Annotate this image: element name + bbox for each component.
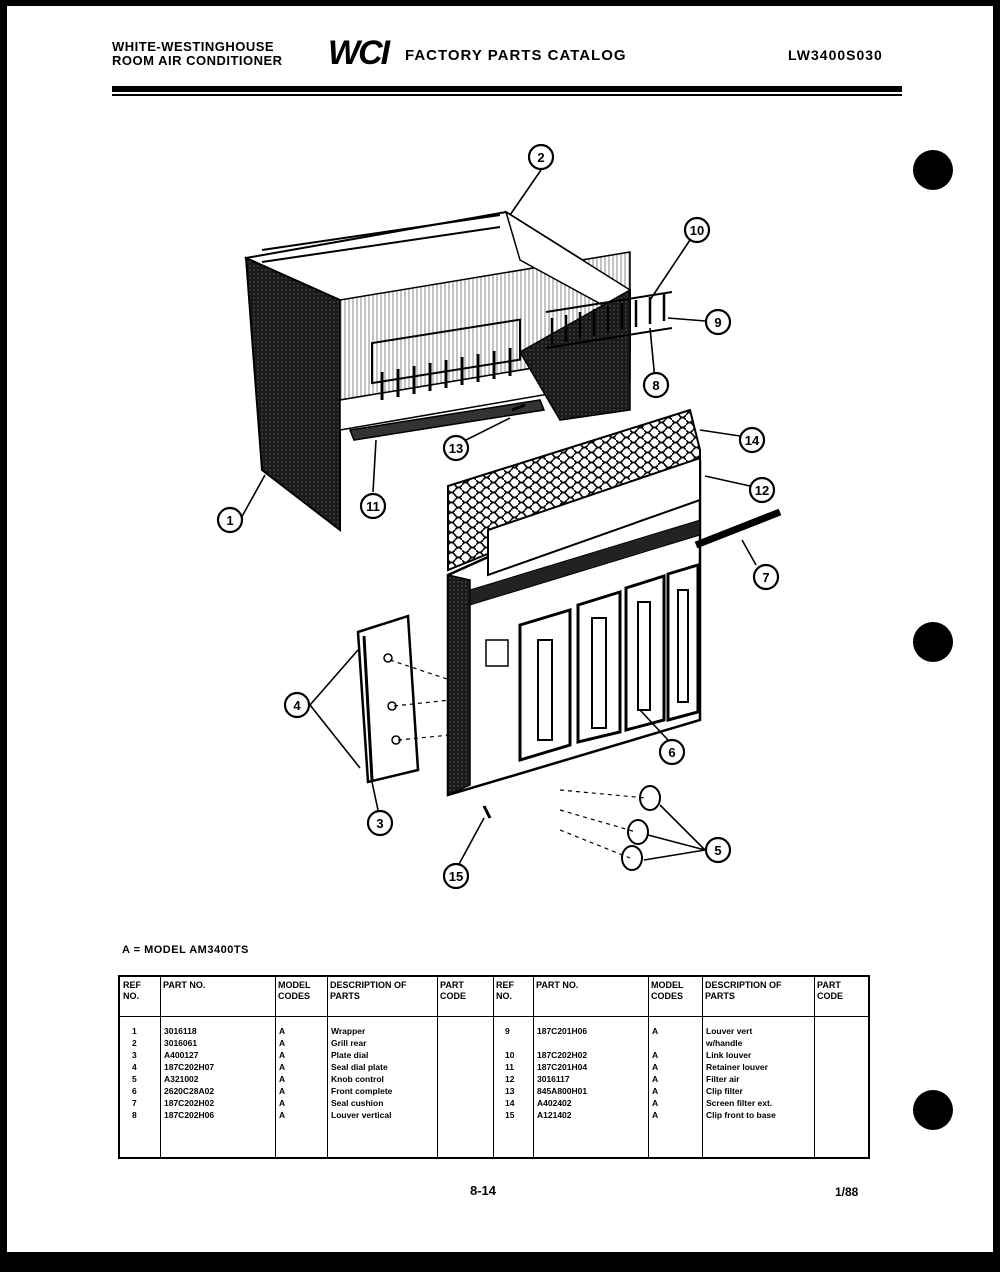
assembly-lines (389, 659, 647, 859)
svg-text:12: 12 (755, 483, 769, 498)
callout-14: 14 (738, 426, 766, 454)
col-model-left: MODEL CODES (275, 977, 328, 1157)
header-ref-no: REF NO. (120, 977, 160, 1017)
callout-7: 7 (752, 563, 780, 591)
svg-text:2: 2 (537, 150, 544, 165)
punch-hole-middle (913, 622, 953, 662)
model-number: LW3400S030 (788, 47, 883, 63)
col-desc-left: DESCRIPTION OF PARTS (327, 977, 438, 1157)
col-ref-right: REF NO. (493, 977, 534, 1157)
revision-date: 1/88 (835, 1185, 859, 1199)
front-panel (446, 456, 702, 797)
wrapper-cabinet (244, 210, 673, 533)
catalog-title: FACTORY PARTS CATALOG (405, 47, 627, 64)
col-code-left: PART CODE (437, 977, 494, 1157)
scan-border-right (993, 0, 1000, 1272)
brand-line-2: ROOM AIR CONDITIONER (112, 53, 283, 68)
header-model-codes: MODEL CODES (275, 977, 327, 1017)
header-part-no: PART NO. (160, 977, 275, 1017)
dial-plate (356, 614, 420, 784)
header-part-code: PART CODE (437, 977, 493, 1017)
header-model-codes-right: MODEL CODES (648, 977, 702, 1017)
louver-bar (694, 508, 782, 549)
header-rule-thin (112, 94, 902, 96)
callout-6: 6 (658, 738, 686, 766)
clip-part (511, 403, 526, 412)
svg-text:1: 1 (226, 513, 233, 528)
callout-11: 11 (359, 492, 387, 520)
svg-text:8: 8 (652, 378, 659, 393)
header-ref-no-right: REF NO. (493, 977, 533, 1017)
svg-text:9: 9 (714, 315, 721, 330)
parts-table: REF NO. PART NO. MODEL CODES DESCRIPTION… (118, 975, 870, 1159)
svg-text:10: 10 (690, 223, 704, 238)
col-part-right: PART NO. (533, 977, 649, 1157)
callout-2: 2 (527, 143, 555, 171)
col-ref-left: REF NO. (120, 977, 161, 1157)
header-description-right: DESCRIPTION OF PARTS (702, 977, 814, 1017)
callout-12: 12 (748, 476, 776, 504)
svg-text:7: 7 (762, 570, 769, 585)
callout-1: 1 (216, 506, 244, 534)
callout-13: 13 (442, 434, 470, 462)
header-part-no-right: PART NO. (533, 977, 648, 1017)
screw-part (482, 805, 492, 819)
col-part-left: PART NO. (160, 977, 276, 1157)
wci-logo: WCI (328, 34, 390, 72)
col-model-right: MODEL CODES (648, 977, 703, 1157)
page-number: 8-14 (470, 1183, 497, 1198)
svg-text:4: 4 (293, 698, 301, 713)
callout-3: 3 (366, 809, 394, 837)
svg-text:5: 5 (714, 843, 721, 858)
callout-5: 5 (704, 836, 732, 864)
svg-text:14: 14 (745, 433, 760, 448)
svg-text:6: 6 (668, 745, 675, 760)
callout-15: 15 (442, 862, 470, 890)
callout-10: 10 (683, 216, 711, 244)
callout-9: 9 (704, 308, 732, 336)
col-code-right: PART CODE (814, 977, 868, 1157)
svg-text:13: 13 (449, 441, 463, 456)
col-desc-right: DESCRIPTION OF PARTS (702, 977, 815, 1157)
svg-text:11: 11 (366, 499, 380, 514)
callout-8: 8 (642, 371, 670, 399)
scan-border-left (0, 0, 7, 1272)
callout-4: 4 (283, 691, 311, 719)
svg-text:15: 15 (449, 869, 463, 884)
header-description: DESCRIPTION OF PARTS (327, 977, 437, 1017)
scan-border-top (0, 0, 1000, 6)
control-knobs (621, 785, 661, 871)
punch-hole-bottom (913, 1090, 953, 1130)
leader-lines (239, 169, 757, 867)
svg-text:3: 3 (376, 816, 383, 831)
scan-border-bottom (0, 1252, 1000, 1272)
exploded-parts-diagram: 1 2 3 4 5 6 7 8 9 10 11 12 13 14 15 (216, 143, 782, 890)
brand-title: WHITE-WESTINGHOUSE ROOM AIR CONDITIONER (112, 40, 283, 68)
punch-hole-top (913, 150, 953, 190)
header-part-code-right: PART CODE (814, 977, 868, 1017)
model-legend: A = MODEL AM3400TS (122, 944, 249, 956)
brand-line-1: WHITE-WESTINGHOUSE (112, 39, 275, 54)
header-rule (112, 86, 902, 92)
